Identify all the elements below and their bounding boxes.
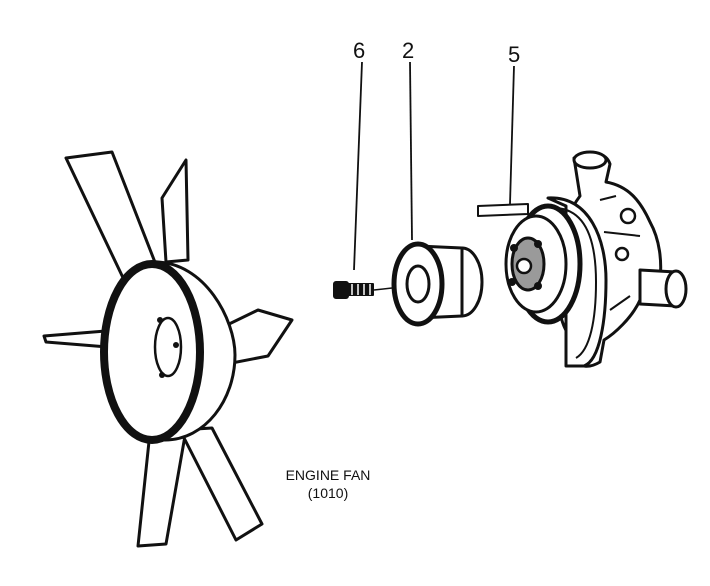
spacer-pulley: [373, 61, 484, 327]
fan-caption-name: ENGINE FAN: [285, 467, 371, 483]
pump-hub-stud: [534, 240, 542, 248]
fan-blade-lower-right: [178, 426, 264, 542]
pump-side-outlet: [664, 269, 688, 309]
bolt: [333, 61, 374, 299]
pump-housing-rib: [599, 195, 641, 311]
bolt-shank: [346, 283, 374, 296]
spacer-bore: [405, 264, 431, 304]
engine-fan: [42, 150, 294, 548]
fan-caption-code: (1010): [307, 485, 349, 501]
callout-spacer: 2: [402, 38, 415, 63]
callout-pump: 5: [508, 42, 521, 67]
water-pump-assembly: [477, 65, 688, 368]
pump-housing-boss: [614, 246, 630, 262]
fan-mount-hole: [173, 342, 179, 348]
belt-groove: [555, 207, 597, 359]
fan-mount-hole: [159, 372, 165, 378]
fan-hub-disk: [100, 260, 204, 444]
bolt-thread: [351, 284, 371, 295]
spacer-leader-line: [409, 61, 413, 241]
fan-mount-hole: [157, 317, 163, 323]
spacer-axis-line: [373, 287, 393, 291]
bolt-head: [333, 281, 349, 299]
pump-hub-stud: [508, 278, 516, 286]
pump-hub-stud: [510, 244, 518, 252]
fan-blade-lower-left: [136, 428, 188, 548]
pump-shaft: [515, 257, 533, 275]
pump-leader-line: [509, 65, 515, 205]
fan-blade-upper: [160, 158, 190, 264]
pump-leader-bar: [477, 203, 529, 217]
pump-housing-boss: [619, 207, 637, 225]
bolt-leader-line: [353, 61, 363, 271]
pump-hub-stud: [534, 282, 542, 290]
fan-center-boss: [153, 316, 183, 378]
callout-bolt: 6: [353, 38, 366, 63]
fan-caption: ENGINE FAN (1010): [262, 466, 394, 502]
pump-top-outlet: [572, 150, 608, 170]
